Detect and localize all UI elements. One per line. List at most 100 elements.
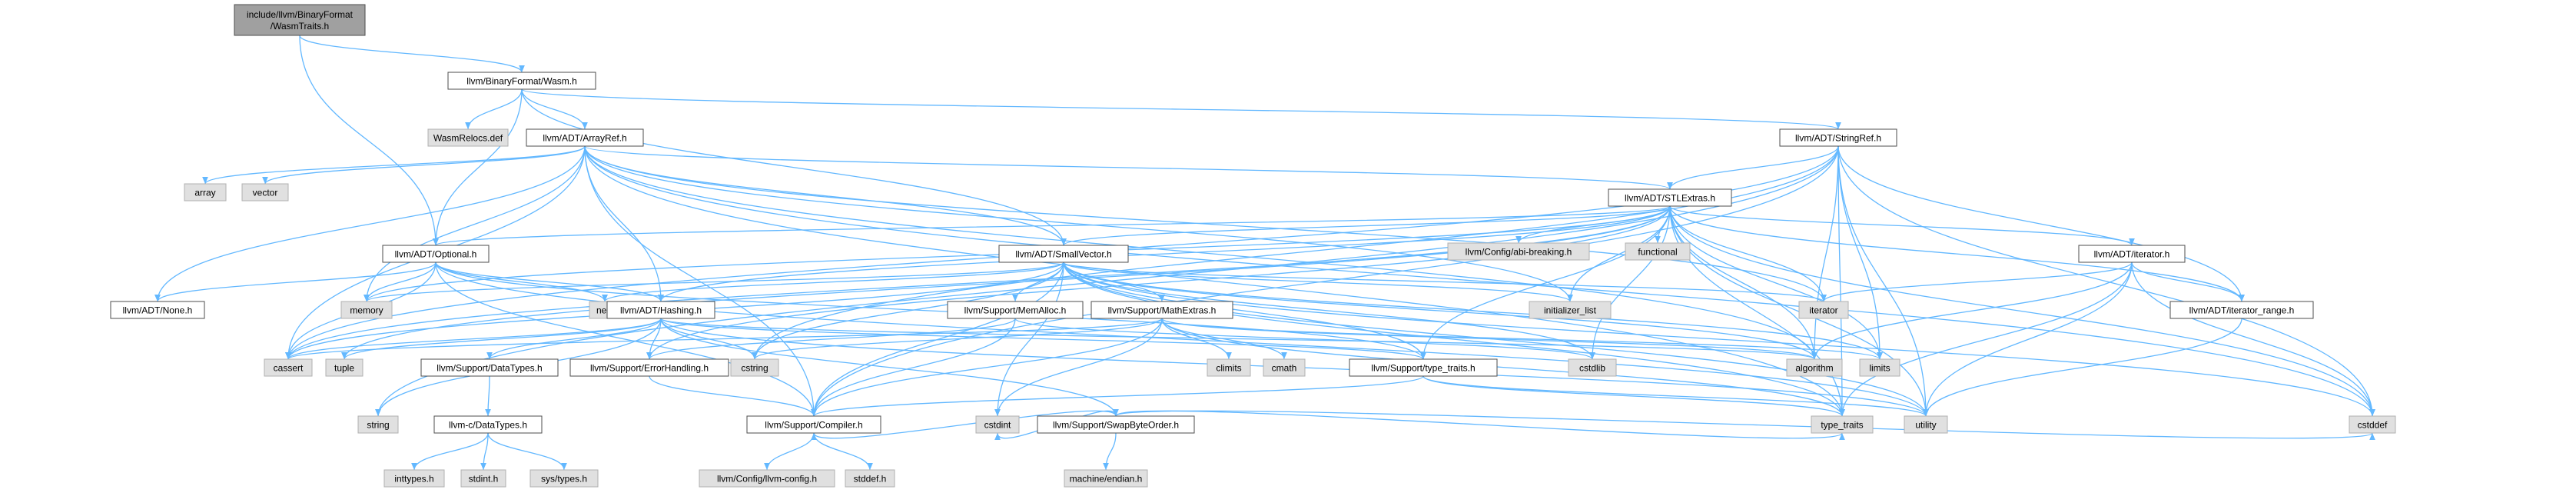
node-iterrange[interactable]: llvm/ADT/iterator_range.h xyxy=(2169,301,2314,319)
edge-stlextras-to-iterator xyxy=(1669,205,1827,302)
node-label: llvm/Config/llvm-config.h xyxy=(717,474,817,485)
node-label: llvm/Support/ErrorHandling.h xyxy=(590,363,709,374)
node-box xyxy=(340,301,393,319)
edge-smallvector-to-iterator xyxy=(1063,261,1827,302)
edge-stringref-to-cstring xyxy=(752,145,1839,360)
node-memalloc[interactable]: llvm/Support/MemAlloc.h xyxy=(947,301,1084,319)
edge-compiler-to-stddef xyxy=(813,432,873,471)
node-smallvector[interactable]: llvm/ADT/SmallVector.h xyxy=(998,245,1129,263)
node-wasm[interactable]: llvm/BinaryFormat/Wasm.h xyxy=(447,72,596,90)
edge-wasm-to-arrayref xyxy=(521,88,588,130)
node-label: array xyxy=(194,188,215,198)
node-iteratorh[interactable]: llvm/ADT/iterator.h xyxy=(2078,245,2186,263)
node-functional: functional xyxy=(1625,242,1691,261)
edge-datatypes-to-cdatatypes xyxy=(485,375,491,417)
node-label: include/llvm/BinaryFormat xyxy=(247,9,354,20)
edge-smallvector-to-algorithm xyxy=(1063,261,1817,360)
node-layer: include/llvm/BinaryFormat/WasmTraits.hll… xyxy=(110,4,2396,488)
edge-mathextras-to-compiler xyxy=(811,318,1163,417)
edge-stlextras-to-iteratorh xyxy=(1669,205,2135,246)
node-hashing[interactable]: llvm/ADT/Hashing.h xyxy=(606,301,715,319)
node-noneh[interactable]: llvm/ADT/None.h xyxy=(110,301,205,319)
node-label: cstddef xyxy=(2358,420,2388,431)
edge-iteratorh-to-typetraits xyxy=(1839,261,2133,417)
node-stringref[interactable]: llvm/ADT/StringRef.h xyxy=(1779,128,1897,147)
node-swapbyte[interactable]: llvm/Support/SwapByteOrder.h xyxy=(1037,415,1195,434)
node-iterator: iterator xyxy=(1798,301,1849,319)
node-box xyxy=(110,301,205,319)
node-label: llvm/ADT/Optional.h xyxy=(395,249,477,260)
node-vector: vector xyxy=(241,183,289,202)
edge-smallvector-to-limits xyxy=(1063,261,1883,360)
node-label: llvm/Config/abi-breaking.h xyxy=(1466,247,1572,258)
node-label: vector xyxy=(253,188,278,198)
node-label: iterator xyxy=(1809,305,1837,316)
node-label: llvm/ADT/None.h xyxy=(123,305,193,316)
edge-mathextras-to-cstring xyxy=(752,318,1163,360)
node-label: stdint.h xyxy=(469,474,499,485)
edge-iterrange-to-utility xyxy=(1923,318,2242,417)
node-datatypes[interactable]: llvm/Support/DataTypes.h xyxy=(420,358,559,377)
node-box xyxy=(1064,469,1148,488)
node-cdatatypes[interactable]: llvm-c/DataTypes.h xyxy=(433,415,543,434)
edge-arrayref-to-memory xyxy=(363,145,586,302)
edge-stlextras-to-typetraitsh xyxy=(1420,205,1671,360)
node-label: algorithm xyxy=(1795,363,1833,374)
edge-optional-to-noneh xyxy=(154,261,437,302)
node-box xyxy=(433,415,543,434)
node-stlextras[interactable]: llvm/ADT/STLExtras.h xyxy=(1608,188,1732,207)
node-box xyxy=(234,4,366,36)
node-mathextras[interactable]: llvm/Support/MathExtras.h xyxy=(1090,301,1233,319)
edge-stlextras-to-algorithm xyxy=(1669,205,1817,360)
edge-stringref-to-compiler xyxy=(811,145,1839,417)
edge-errorhandling-to-compiler xyxy=(649,375,817,417)
node-box xyxy=(730,358,779,377)
node-box xyxy=(447,72,596,90)
edge-stlextras-to-errorhandling xyxy=(646,205,1671,360)
edge-wasm-to-stringref xyxy=(521,88,1841,130)
node-algorithm: algorithm xyxy=(1786,358,1843,377)
node-compiler[interactable]: llvm/Support/Compiler.h xyxy=(746,415,881,434)
edge-stringref-to-stlextras xyxy=(1667,145,1839,190)
node-optional[interactable]: llvm/ADT/Optional.h xyxy=(382,245,490,263)
edge-memalloc-to-errorhandling xyxy=(646,318,1016,360)
node-utility: utility xyxy=(1904,415,1948,434)
node-systypes: sys/types.h xyxy=(529,469,599,488)
node-label: llvm/Support/DataTypes.h xyxy=(437,363,542,374)
node-label: utility xyxy=(1915,420,1936,431)
node-abibreaking: llvm/Config/abi-breaking.h xyxy=(1447,242,1590,261)
node-box xyxy=(420,358,559,377)
edge-optional-to-typetraitsh xyxy=(435,261,1426,360)
edge-arrayref-to-vector xyxy=(262,145,586,185)
edge-compiler-to-llvmconfig xyxy=(764,432,815,471)
edge-stringref-to-cstddef xyxy=(1837,145,2375,417)
node-typetraitsh[interactable]: llvm/Support/type_traits.h xyxy=(1349,358,1498,377)
node-box xyxy=(1779,128,1897,147)
edge-smallvector-to-compiler xyxy=(811,261,1064,417)
edge-memalloc-to-compiler xyxy=(811,318,1016,417)
edge-smallvector-to-new xyxy=(602,261,1064,302)
node-label: inttypes.h xyxy=(394,474,433,485)
edge-swapbyte-to-typetraits xyxy=(1115,410,1845,441)
node-errorhandling[interactable]: llvm/Support/ErrorHandling.h xyxy=(569,358,729,377)
edge-wasm-to-smallvector xyxy=(521,88,1067,246)
edge-mathextras-to-climits xyxy=(1161,318,1232,360)
edge-stlextras-to-hashing xyxy=(658,205,1671,302)
node-box xyxy=(1037,415,1195,434)
node-box xyxy=(2349,415,2396,434)
node-cassert: cassert xyxy=(264,358,313,377)
node-box xyxy=(1568,358,1617,377)
edge-typetraitsh-to-typetraits xyxy=(1422,375,1845,417)
node-label: sys/types.h xyxy=(541,474,587,485)
node-arrayref[interactable]: llvm/ADT/ArrayRef.h xyxy=(526,128,644,147)
edge-hashing-to-swapbyte xyxy=(660,318,1119,417)
node-box xyxy=(184,183,227,202)
edge-smallvector-to-cstdint xyxy=(994,261,1064,417)
edge-smallvector-to-cstddef xyxy=(1063,261,2375,417)
edge-iteratorh-to-utility xyxy=(1923,261,2133,417)
node-box xyxy=(264,358,313,377)
node-box xyxy=(1529,301,1612,319)
node-initlist: initializer_list xyxy=(1529,301,1612,319)
edge-smallvector-to-typetraits xyxy=(1063,261,1845,417)
